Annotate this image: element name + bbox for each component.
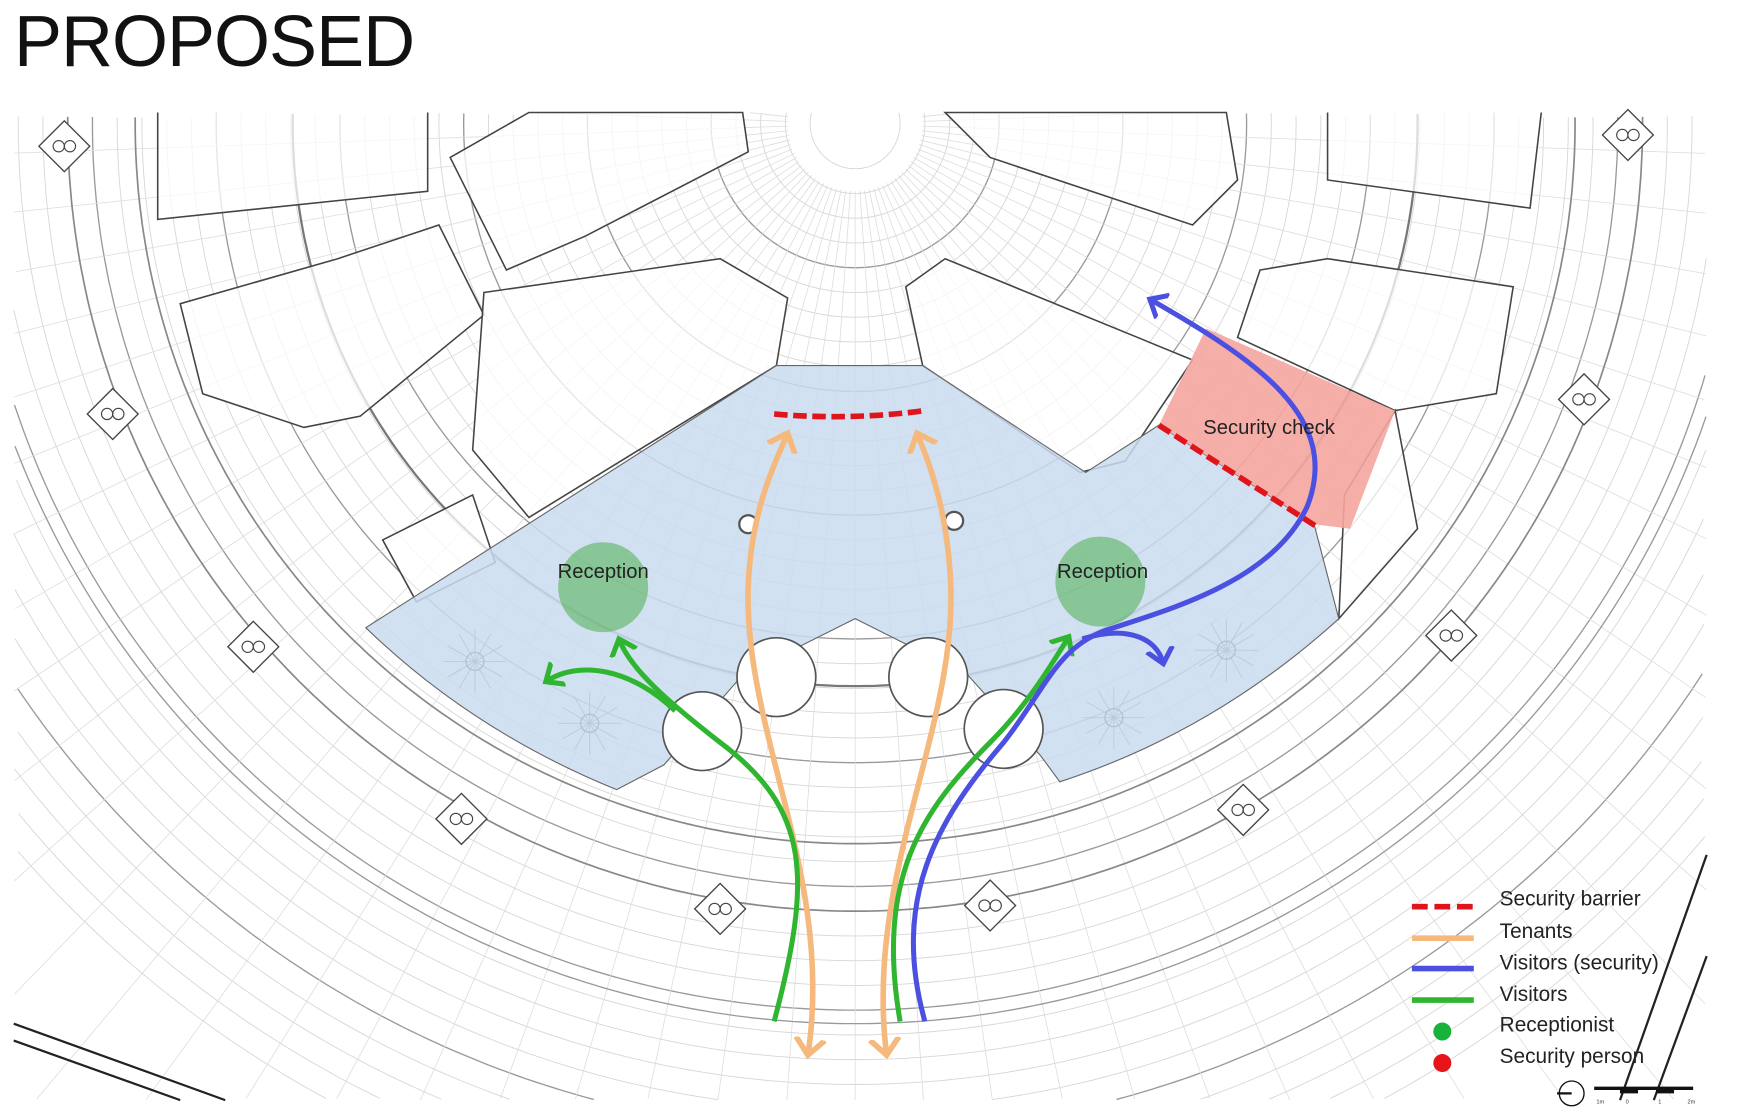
plan-arc [14,574,1704,1085]
security-barrier-right [1157,422,1318,529]
plan-linework [13,108,1708,1102]
plan-radial [15,157,797,609]
plan-radial [749,112,789,118]
building-block [1326,112,1543,209]
planter-pot [460,812,474,826]
structural-ring [134,117,1576,845]
security-check-label: Security check [1203,417,1335,439]
plan-arc [141,117,1569,838]
plan-arc [14,623,1705,1101]
legend-label: Security barrier [1500,888,1641,911]
planter-pot [1627,128,1640,142]
scale-tick: 0 [1626,1100,1629,1106]
reception-right-label: Reception [1057,561,1148,583]
north-arrow-icon [1557,1080,1585,1107]
building-block [1236,257,1515,412]
plan-arc [18,798,1705,1099]
planter-pot [719,902,732,916]
legend: Security barrier Tenants Visitors (secur… [1411,888,1659,1073]
plan-arc [13,519,1704,1061]
reception-left-label: Reception [558,561,649,583]
planter-pot [63,140,77,153]
reception-zone-right [1055,536,1146,627]
planter-pot [112,407,125,421]
structural-ring [66,116,1644,912]
building-block [156,112,429,221]
plan-arc [784,112,926,194]
plan-arc [42,116,1668,937]
tenants-flow-left [745,433,813,1055]
planter-pot [252,640,266,653]
scale-tick: 1m [1596,1100,1604,1106]
planter-pot [989,899,1002,912]
legend-label: Visitors (security) [1500,952,1659,975]
plan-arc [17,717,1704,1100]
legend-swatch-security-person [1433,1054,1452,1073]
page-title: PROPOSED [14,2,415,82]
plan-arc [17,116,1693,962]
building-block [449,111,750,271]
legend-label: Security person [1500,1045,1645,1068]
legend-label: Tenants [1500,920,1573,943]
plan-edge [13,1022,226,1102]
building-block [943,111,1239,226]
lobby-area [364,365,1340,791]
visitors-flow-left-branch [546,670,677,713]
planter-pot [1450,629,1464,642]
visitors-flow-left [619,639,801,1023]
planter-pot [1583,393,1596,406]
legend-swatch-receptionist [1433,1022,1452,1041]
plan-radial [13,161,800,692]
plan-arc [116,117,1594,863]
scale-tick: 1 [1658,1100,1661,1106]
scale-tick: 2m [1688,1100,1696,1106]
visitors-security-branch [1081,630,1163,663]
plan-edge [1618,854,1708,1101]
plan-arc [166,117,1544,813]
tenants-flow-right [883,433,954,1055]
legend-label: Receptionist [1500,1014,1615,1037]
scale-bar: 1m 0 1 2m [1594,1086,1696,1106]
reception-zone-left [558,542,649,633]
building-block [179,224,485,429]
visitors-flow-right [890,637,1068,1022]
visitors-security-flow [910,299,1318,1023]
security-check-area [1158,328,1396,529]
legend-label: Visitors [1500,983,1568,1006]
plan-arc [809,112,901,170]
planter-pot [1242,803,1256,817]
